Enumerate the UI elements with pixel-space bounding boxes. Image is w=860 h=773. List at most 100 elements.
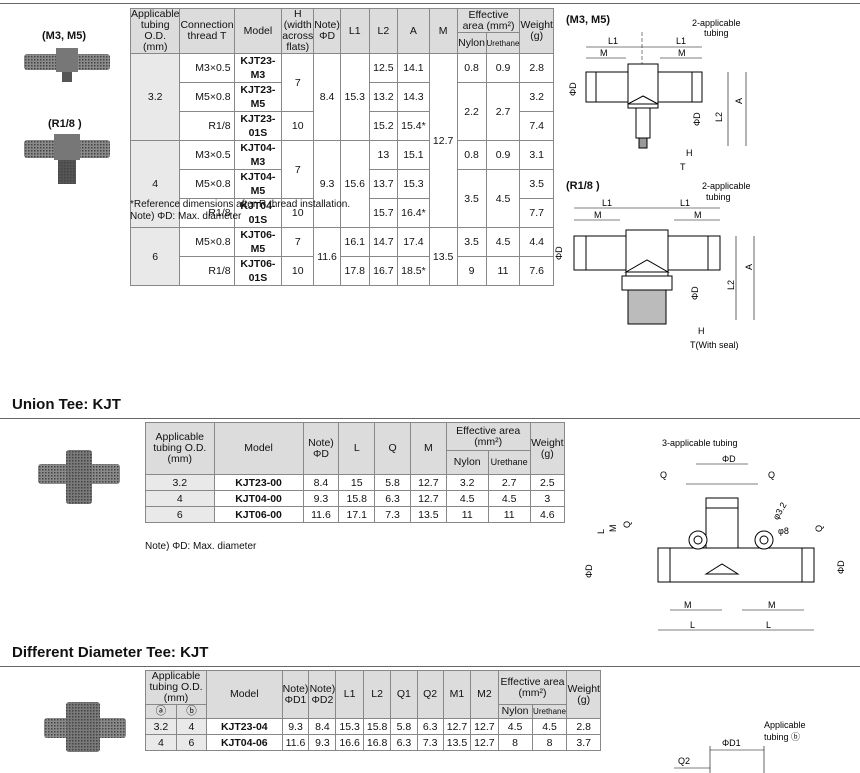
- cell-thread: M3×0.5: [179, 140, 235, 170]
- top-rule: [0, 3, 860, 4]
- dim-l-bottom-left: L: [690, 620, 695, 630]
- dim-t: T: [680, 162, 686, 172]
- cell-l1: 15.6: [339, 140, 370, 228]
- dim-t-seal: T(With seal): [690, 340, 739, 350]
- cell-phid2: 9.3: [308, 734, 337, 751]
- cell-urethane: 4.5: [531, 718, 568, 735]
- dim-l1-right-r: L1: [680, 198, 690, 208]
- dim-tubing-b: tubing ⓑ: [764, 732, 800, 742]
- dim-m-left: M: [600, 48, 608, 58]
- hdr-phid1: Note) ΦD1: [281, 670, 310, 719]
- cell-tubing: 4: [129, 140, 181, 228]
- dim-m-right-r: M: [694, 210, 702, 220]
- dim-m-bottom-left: M: [684, 600, 692, 610]
- hdr-tubing-b: ⓑ: [175, 704, 208, 719]
- cell-l2: 15.7: [368, 198, 399, 228]
- cell-m: 13.5: [428, 227, 458, 286]
- hdr-phid2: Note) ΦD2: [308, 670, 337, 719]
- diagram-r18: 2-applicable tubing L1 L1 M M ΦD ΦD L2 A…: [554, 181, 755, 350]
- cell-thread: R1/8: [179, 111, 235, 141]
- hdr-l1: L1: [335, 670, 364, 719]
- cell-q2: 6.3: [416, 718, 444, 735]
- dim-phi8: φ8: [778, 526, 789, 536]
- diagram-label-r18: (R1/8 ): [566, 180, 600, 192]
- cell-nylon: 3.5: [456, 227, 487, 257]
- cell-nylon: 2.2: [456, 82, 487, 141]
- cell-l: 15: [338, 474, 376, 491]
- dim-phi32: φ3.2: [771, 501, 789, 522]
- cell-thread: M5×0.8: [179, 227, 235, 257]
- cell-weight: 3.7: [566, 734, 601, 751]
- hdr-l2: L2: [362, 670, 392, 719]
- dim-q-right: Q: [814, 525, 824, 532]
- cell-nylon: 9: [456, 256, 487, 286]
- cell-weight: 2.5: [529, 474, 566, 491]
- cell-h: 7: [281, 140, 315, 199]
- dim-l-left: L: [596, 529, 606, 534]
- cell-thread: M5×0.8: [179, 82, 235, 112]
- cell-model: KJT04-00: [213, 490, 304, 507]
- cell-phid1: 11.6: [281, 734, 310, 751]
- diff-title: Different Diameter Tee: KJT: [12, 644, 209, 661]
- cell-nylon: 4.5: [497, 718, 533, 735]
- cell-model: KJT23-00: [213, 474, 304, 491]
- cell-urethane: 2.7: [485, 82, 521, 141]
- cell-urethane: 4.5: [487, 490, 531, 507]
- cell-tubing: 3.2: [145, 474, 215, 491]
- cell-q1: 6.3: [390, 734, 418, 751]
- hdr-model: Model: [206, 670, 283, 719]
- cell-nylon: 3.5: [456, 169, 487, 228]
- cell-model: KJT23-M3: [233, 53, 283, 83]
- cell-phid: 8.4: [302, 474, 340, 491]
- photo-label-r18: (R1/8 ): [48, 118, 82, 130]
- dim-tubing: tubing: [704, 28, 729, 38]
- cell-model: KJT04-M5: [233, 169, 283, 199]
- cell-a: 15.3: [397, 169, 430, 199]
- diff-rule: [0, 666, 860, 667]
- hdr-weight: Weight (g): [529, 422, 566, 475]
- dim-m-right: M: [678, 48, 686, 58]
- cell-a: 17.4: [397, 227, 430, 257]
- cell-tubing-b: 4: [175, 718, 208, 735]
- hdr-weight: Weight (g): [519, 8, 554, 54]
- cell-model: KJT23-04: [206, 718, 283, 735]
- hdr-nylon: Nylon: [456, 32, 487, 54]
- hdr-l1: L1: [339, 8, 370, 54]
- cell-urethane: 0.9: [485, 53, 521, 83]
- hdr-phid: Note) ΦD: [302, 422, 340, 475]
- cell-tubing-b: 6: [175, 734, 208, 751]
- table-row: 3.2 KJT23-00 8.4 15 5.8 12.7 3.2 2.7 2.5: [145, 474, 566, 491]
- cell-urethane: 11: [487, 506, 531, 523]
- cell-l1: 17.8: [339, 256, 370, 286]
- dim-a-r: A: [744, 264, 754, 270]
- hdr-q: Q: [374, 422, 411, 475]
- cell-l2: 14.7: [368, 227, 399, 257]
- cell-m: 12.7: [428, 53, 458, 228]
- hdr-m1: M1: [442, 670, 472, 719]
- hdr-q2: Q2: [416, 670, 444, 719]
- cell-h: 10: [281, 198, 315, 228]
- hdr-tubing-a: ⓐ: [145, 704, 177, 719]
- note-reference: *Reference dimensions after R thread ins…: [130, 199, 351, 210]
- cell-tubing-a: 4: [145, 734, 177, 751]
- dim-two-tubing: 2-applicable: [692, 18, 741, 28]
- hdr-urethane: Urethane: [485, 32, 521, 54]
- cell-weight: 7.4: [519, 111, 554, 141]
- hdr-h: H (width across flats): [281, 8, 315, 54]
- photo-label-m3m5: (M3, M5): [42, 30, 86, 42]
- cell-a: 18.5*: [397, 256, 430, 286]
- dim-q-top-left: Q: [660, 470, 667, 480]
- hdr-tubing: Applicable tubing O.D. (mm): [144, 670, 208, 705]
- dim-phid-top: ΦD: [722, 454, 736, 464]
- dim-q2: Q2: [678, 756, 690, 766]
- hdr-nylon: Nylon: [497, 704, 533, 719]
- hdr-urethane: Urethane: [487, 450, 531, 475]
- cell-weight: 3.1: [519, 140, 554, 170]
- dim-two-tubing-r: 2-applicable: [702, 181, 751, 191]
- dim-applicable: Applicable: [764, 720, 806, 730]
- cell-l2: 16.8: [362, 734, 392, 751]
- cell-model: KJT06-00: [213, 506, 304, 523]
- cell-phid: 9.3: [302, 490, 340, 507]
- hdr-m: M: [409, 422, 447, 475]
- cell-phid: 8.4: [313, 53, 341, 141]
